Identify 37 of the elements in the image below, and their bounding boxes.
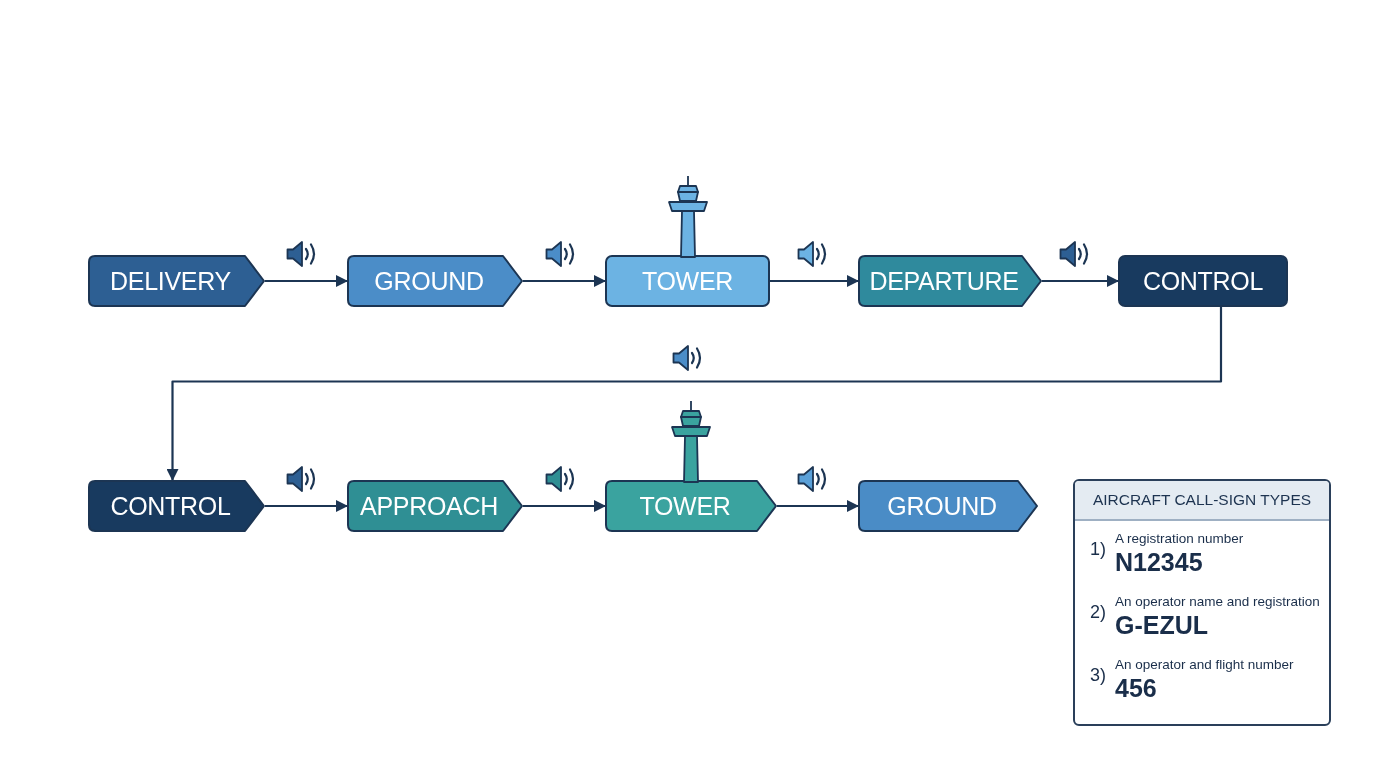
call-sign-example: G-EZUL <box>1115 611 1209 640</box>
arrow <box>523 500 606 512</box>
station-name: TOWER <box>640 266 735 296</box>
list-number: 3) <box>1090 665 1106 686</box>
station-box <box>1118 255 1288 307</box>
call-sign-example: N12345 <box>1115 548 1203 577</box>
station-name: GROUND <box>886 491 998 521</box>
station-arrow-box <box>858 480 1038 532</box>
station-name: DEPARTURE <box>868 266 1020 296</box>
station-name: CONTROL <box>109 491 232 521</box>
arrow <box>523 275 606 287</box>
list-number: 1) <box>1090 539 1106 560</box>
station-name: CONTROL <box>1141 266 1265 296</box>
station-name: APPROACH <box>359 491 499 521</box>
arrow <box>166 307 1223 481</box>
call-sign-description: An operator and flight number <box>1115 657 1294 672</box>
call-sign-example: 456 <box>1115 674 1157 703</box>
call-sign-description: A registration number <box>1115 531 1244 546</box>
station-arrow-box <box>347 255 523 307</box>
station-box <box>605 255 770 307</box>
list-number: 2) <box>1090 602 1106 623</box>
station-arrow-box <box>347 480 523 532</box>
call-sign-description: An operator name and registration <box>1115 594 1320 609</box>
arrow <box>777 500 859 512</box>
station-name: DELIVERY <box>109 266 232 296</box>
station-name: GROUND <box>373 266 485 296</box>
station-arrow-box <box>605 480 777 532</box>
station-arrow-box <box>88 480 265 532</box>
arrow <box>770 275 859 287</box>
station-name: TOWER <box>638 491 732 521</box>
panel-heading: AIRCRAFT CALL-SIGN TYPES <box>1075 481 1329 521</box>
station-arrow-box <box>88 255 265 307</box>
arrow <box>265 275 348 287</box>
station-arrow-box <box>858 255 1042 307</box>
arrow <box>1042 275 1119 287</box>
arrow <box>265 500 348 512</box>
call-sign-panel <box>1073 479 1331 726</box>
